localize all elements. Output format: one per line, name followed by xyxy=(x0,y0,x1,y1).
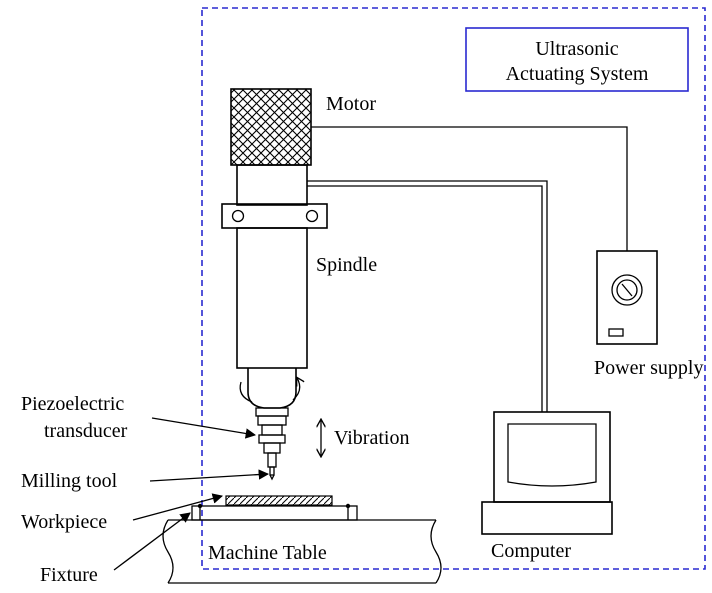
power-supply-icon xyxy=(596,250,658,345)
vibration-label: Vibration xyxy=(334,427,409,449)
power-supply-label: Power supply xyxy=(594,357,703,379)
transducer-icon xyxy=(257,415,287,454)
computer-icon xyxy=(481,411,613,535)
system-title-line1: Ultrasonic xyxy=(535,38,618,60)
workpiece-label: Workpiece xyxy=(21,511,107,533)
workpiece-pointer xyxy=(132,493,224,521)
machine-table-icon xyxy=(162,519,442,584)
system-title-box: Ultrasonic Actuating System xyxy=(465,27,689,92)
spindle-label: Spindle xyxy=(316,254,377,276)
spindle-icon xyxy=(221,164,328,417)
milling-tool-icon xyxy=(267,452,277,481)
piezo-label-line1: Piezoelectric xyxy=(21,393,124,415)
system-boundary xyxy=(201,7,706,570)
piezo-pointer xyxy=(151,417,257,439)
system-title-line2: Actuating System xyxy=(506,63,649,85)
milling-tool-label: Milling tool xyxy=(21,470,118,492)
workpiece-icon xyxy=(225,495,333,506)
motor-label: Motor xyxy=(326,93,376,115)
motor-power-cable xyxy=(311,126,628,251)
fixture-label: Fixture xyxy=(40,564,98,586)
spindle-computer-cable xyxy=(307,180,548,412)
motor-icon xyxy=(230,88,312,166)
computer-label: Computer xyxy=(491,540,571,562)
fixture-icon xyxy=(191,503,358,521)
machine-table-label: Machine Table xyxy=(208,542,327,564)
fixture-pointer xyxy=(113,512,191,571)
piezo-label-line2: transducer xyxy=(44,420,128,442)
milling-tool-pointer xyxy=(149,469,270,482)
